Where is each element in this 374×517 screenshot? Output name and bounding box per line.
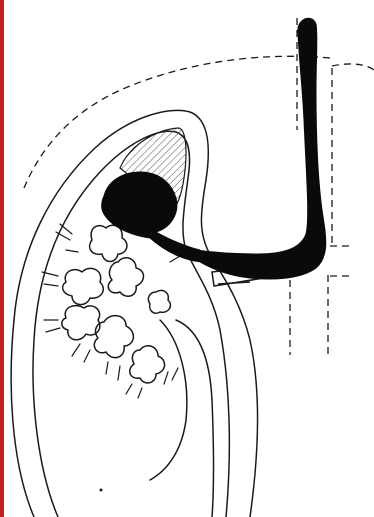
calyx-lower-center xyxy=(94,316,133,358)
speck-dot xyxy=(100,489,103,492)
calyx-upper xyxy=(90,225,127,261)
ureter-lower-wall xyxy=(218,282,250,284)
calyx-mid-center xyxy=(108,258,143,297)
kidney-hilum-wall xyxy=(176,320,214,517)
calyx-mid-left xyxy=(63,268,104,304)
outer-dashed-contour xyxy=(24,18,374,355)
calyx-small xyxy=(148,290,170,313)
sinus-lower-curve xyxy=(150,320,187,480)
calyces xyxy=(62,225,171,383)
staghorn-stone xyxy=(102,172,206,262)
catheter-tube xyxy=(196,18,326,279)
dashed-arc-right xyxy=(332,64,374,70)
calyx-lower-left xyxy=(62,306,100,340)
calyx-lower-pole xyxy=(130,346,165,383)
